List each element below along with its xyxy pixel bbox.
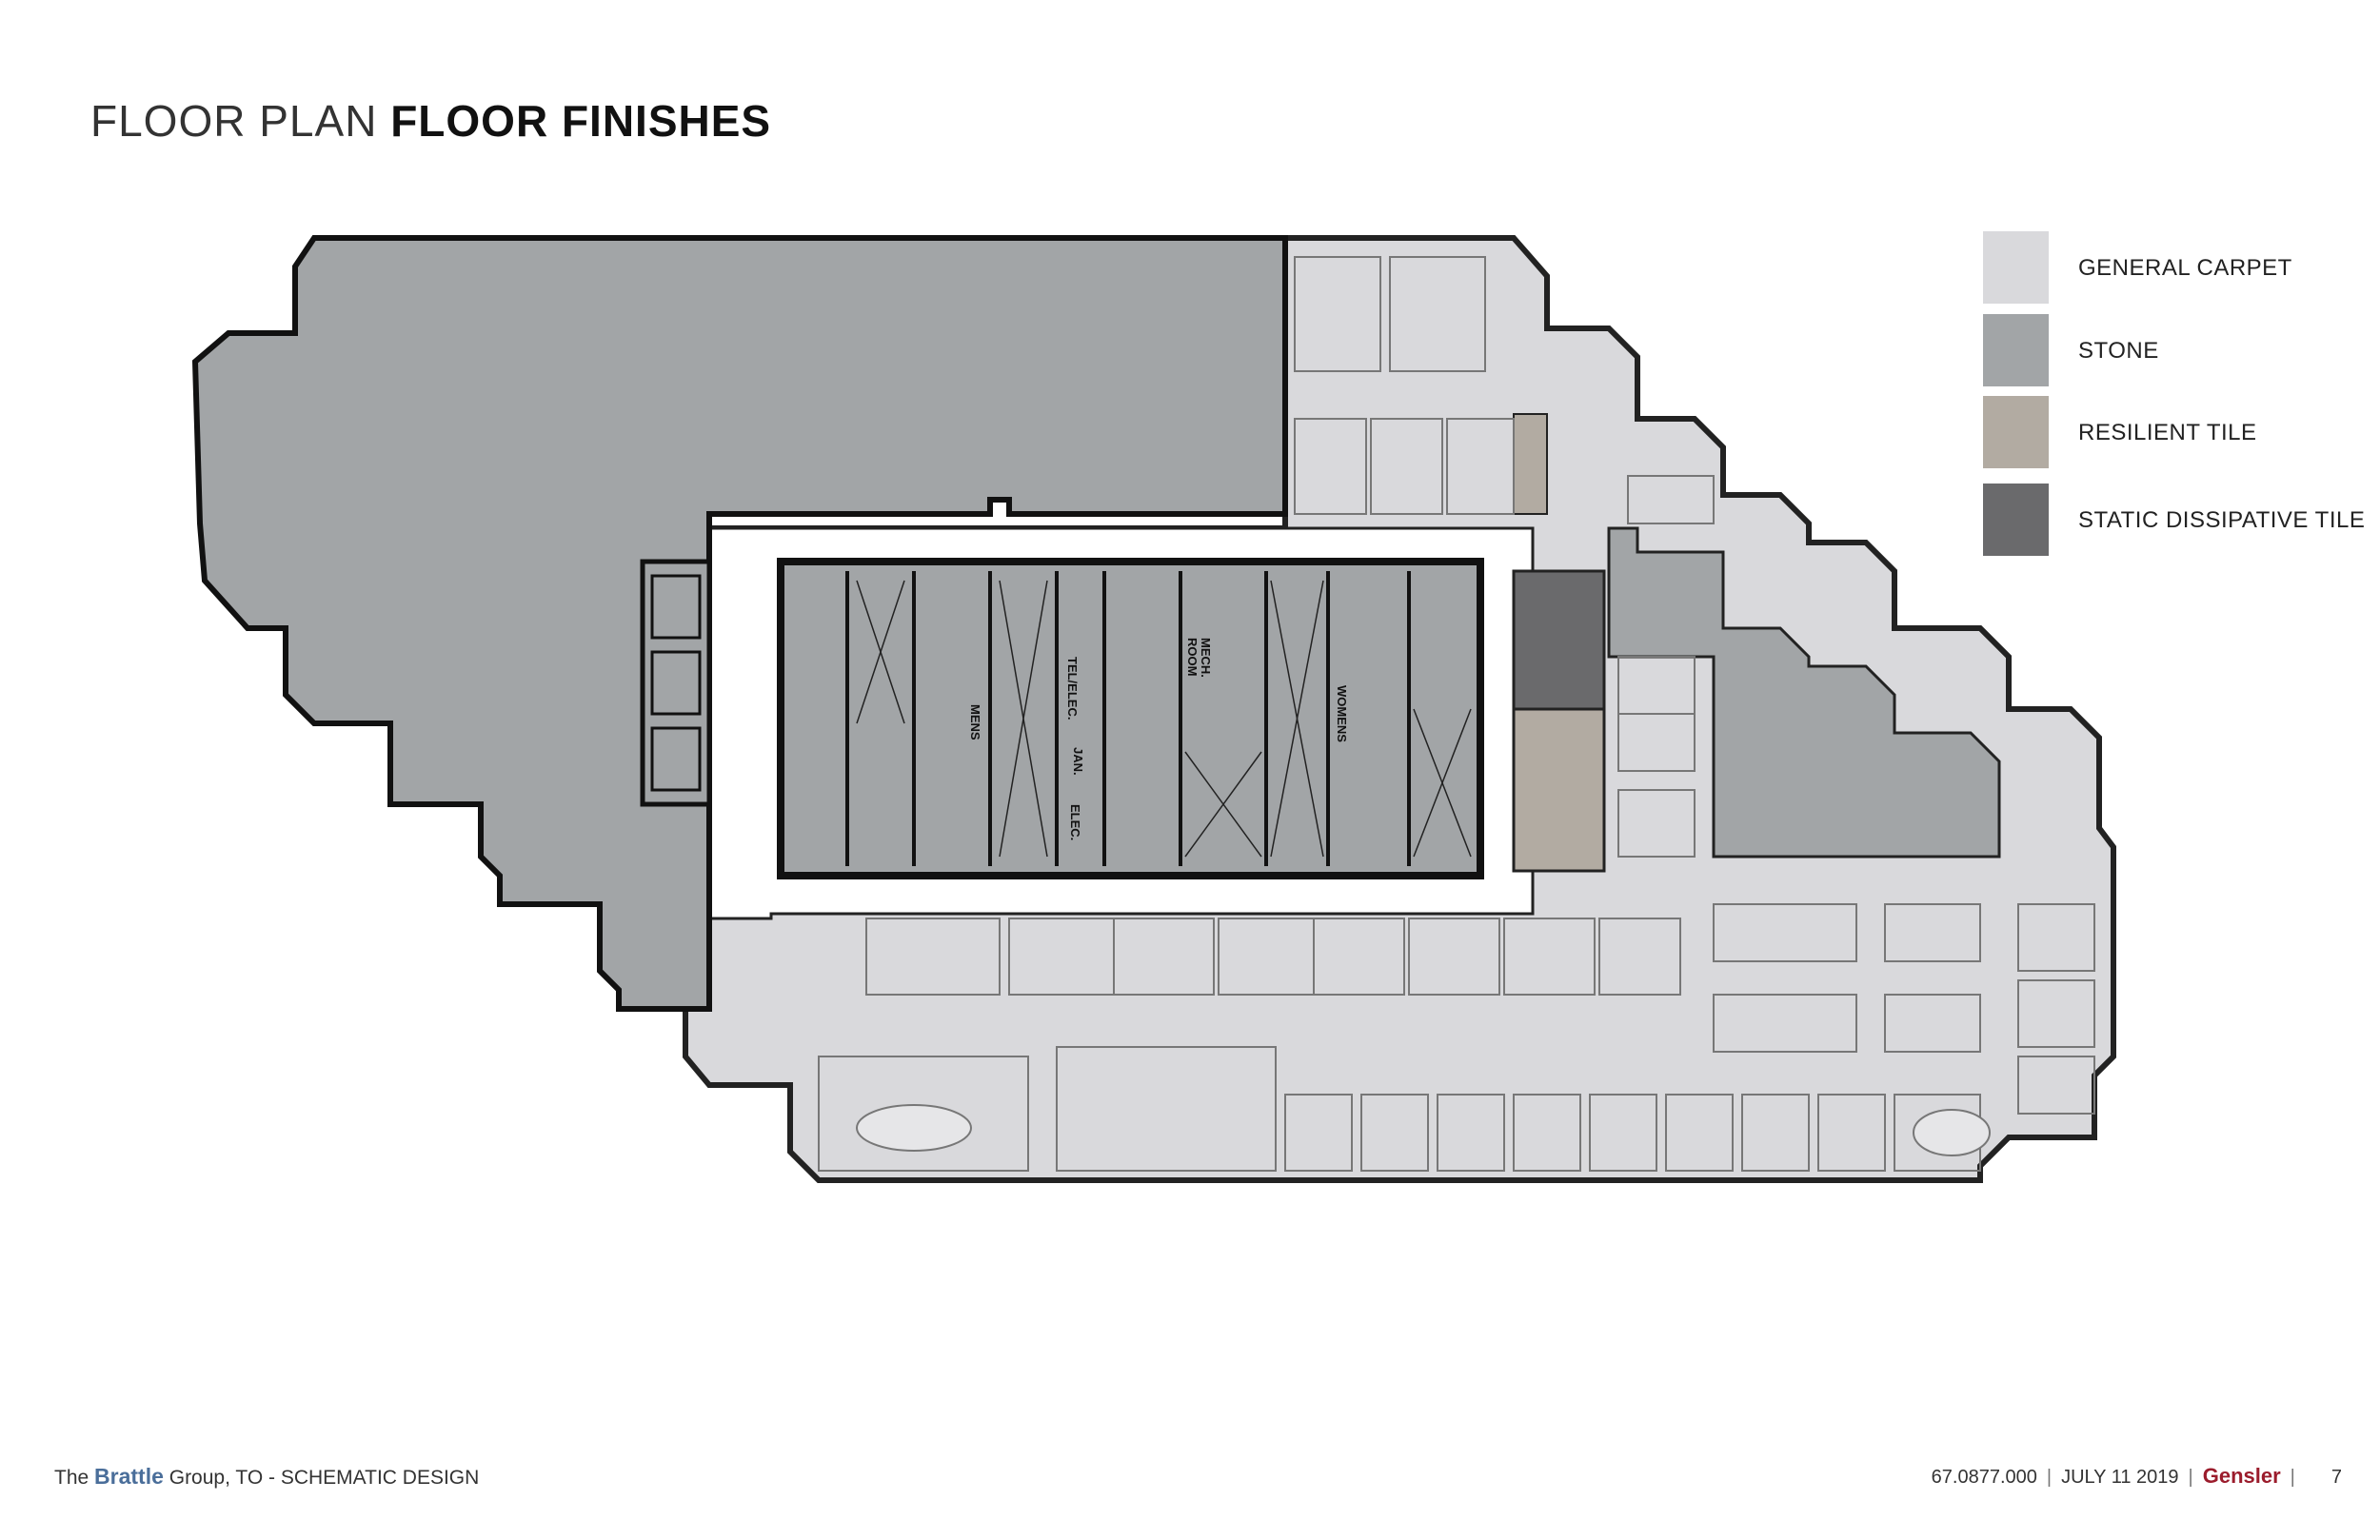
legend-item-resilient-tile: RESILIENT TILE [1983, 396, 2364, 468]
page-title: FLOOR PLAN FLOOR FINISHES [90, 95, 771, 147]
room-label-tel-elec: TEL/ELEC. [1065, 657, 1080, 720]
legend-swatch-static-dissipative-tile [1983, 484, 2049, 556]
title-light: FLOOR PLAN [90, 96, 378, 146]
static-dissipative-room [1512, 569, 1606, 711]
legend-label-static-dissipative-tile: STATIC DISSIPATIVE TILE [2078, 507, 2366, 533]
footer-project-number: 67.0877.000 [1931, 1467, 2037, 1488]
resilient-tile-room [1512, 707, 1606, 873]
footer-suffix: Group, TO - SCHEMATIC DESIGN [169, 1467, 480, 1489]
room-label-room: ROOM [1185, 638, 1200, 676]
conference-table-left [856, 1104, 972, 1152]
conference-table-right [1913, 1109, 1991, 1156]
footer-page-number: 7 [2330, 1467, 2342, 1488]
legend-swatch-resilient-tile [1983, 396, 2049, 468]
footer-brand: Brattle [94, 1464, 164, 1489]
footer-meta: 67.0877.000|JULY 11 2019|Gensler|7 [1931, 1464, 2342, 1488]
footer-firm-logo: Gensler [2202, 1464, 2281, 1488]
room-label-elec: ELEC. [1068, 804, 1082, 840]
building-core [777, 558, 1484, 879]
stone-lounge [1607, 526, 2001, 859]
legend-label-resilient-tile: RESILIENT TILE [2078, 420, 2257, 445]
room-label-jan: JAN. [1071, 747, 1085, 776]
legend-item-static-dissipative-tile: STATIC DISSIPATIVE TILE [1983, 484, 2366, 556]
room-label-womens: WOMENS [1335, 685, 1349, 742]
title-bold: FLOOR FINISHES [390, 96, 772, 146]
legend-label-general-carpet: GENERAL CARPET [2078, 255, 2292, 281]
room-label-mens: MENS [968, 704, 982, 740]
footer-prefix: The [54, 1467, 89, 1489]
footer-project: The Brattle Group, TO - SCHEMATIC DESIGN [54, 1464, 479, 1490]
footer-date: JULY 11 2019 [2061, 1467, 2179, 1488]
legend-swatch-stone [1983, 314, 2049, 386]
legend-item-general-carpet: GENERAL CARPET [1983, 231, 2364, 304]
legend-swatch-general-carpet [1983, 231, 2049, 304]
legend-label-stone: STONE [2078, 338, 2159, 364]
legend-item-stone: STONE [1983, 314, 2364, 386]
resilient-tile-closet [1513, 413, 1548, 515]
stone-lobby [191, 235, 1288, 1012]
room-label-mech: MECH. [1199, 638, 1213, 678]
